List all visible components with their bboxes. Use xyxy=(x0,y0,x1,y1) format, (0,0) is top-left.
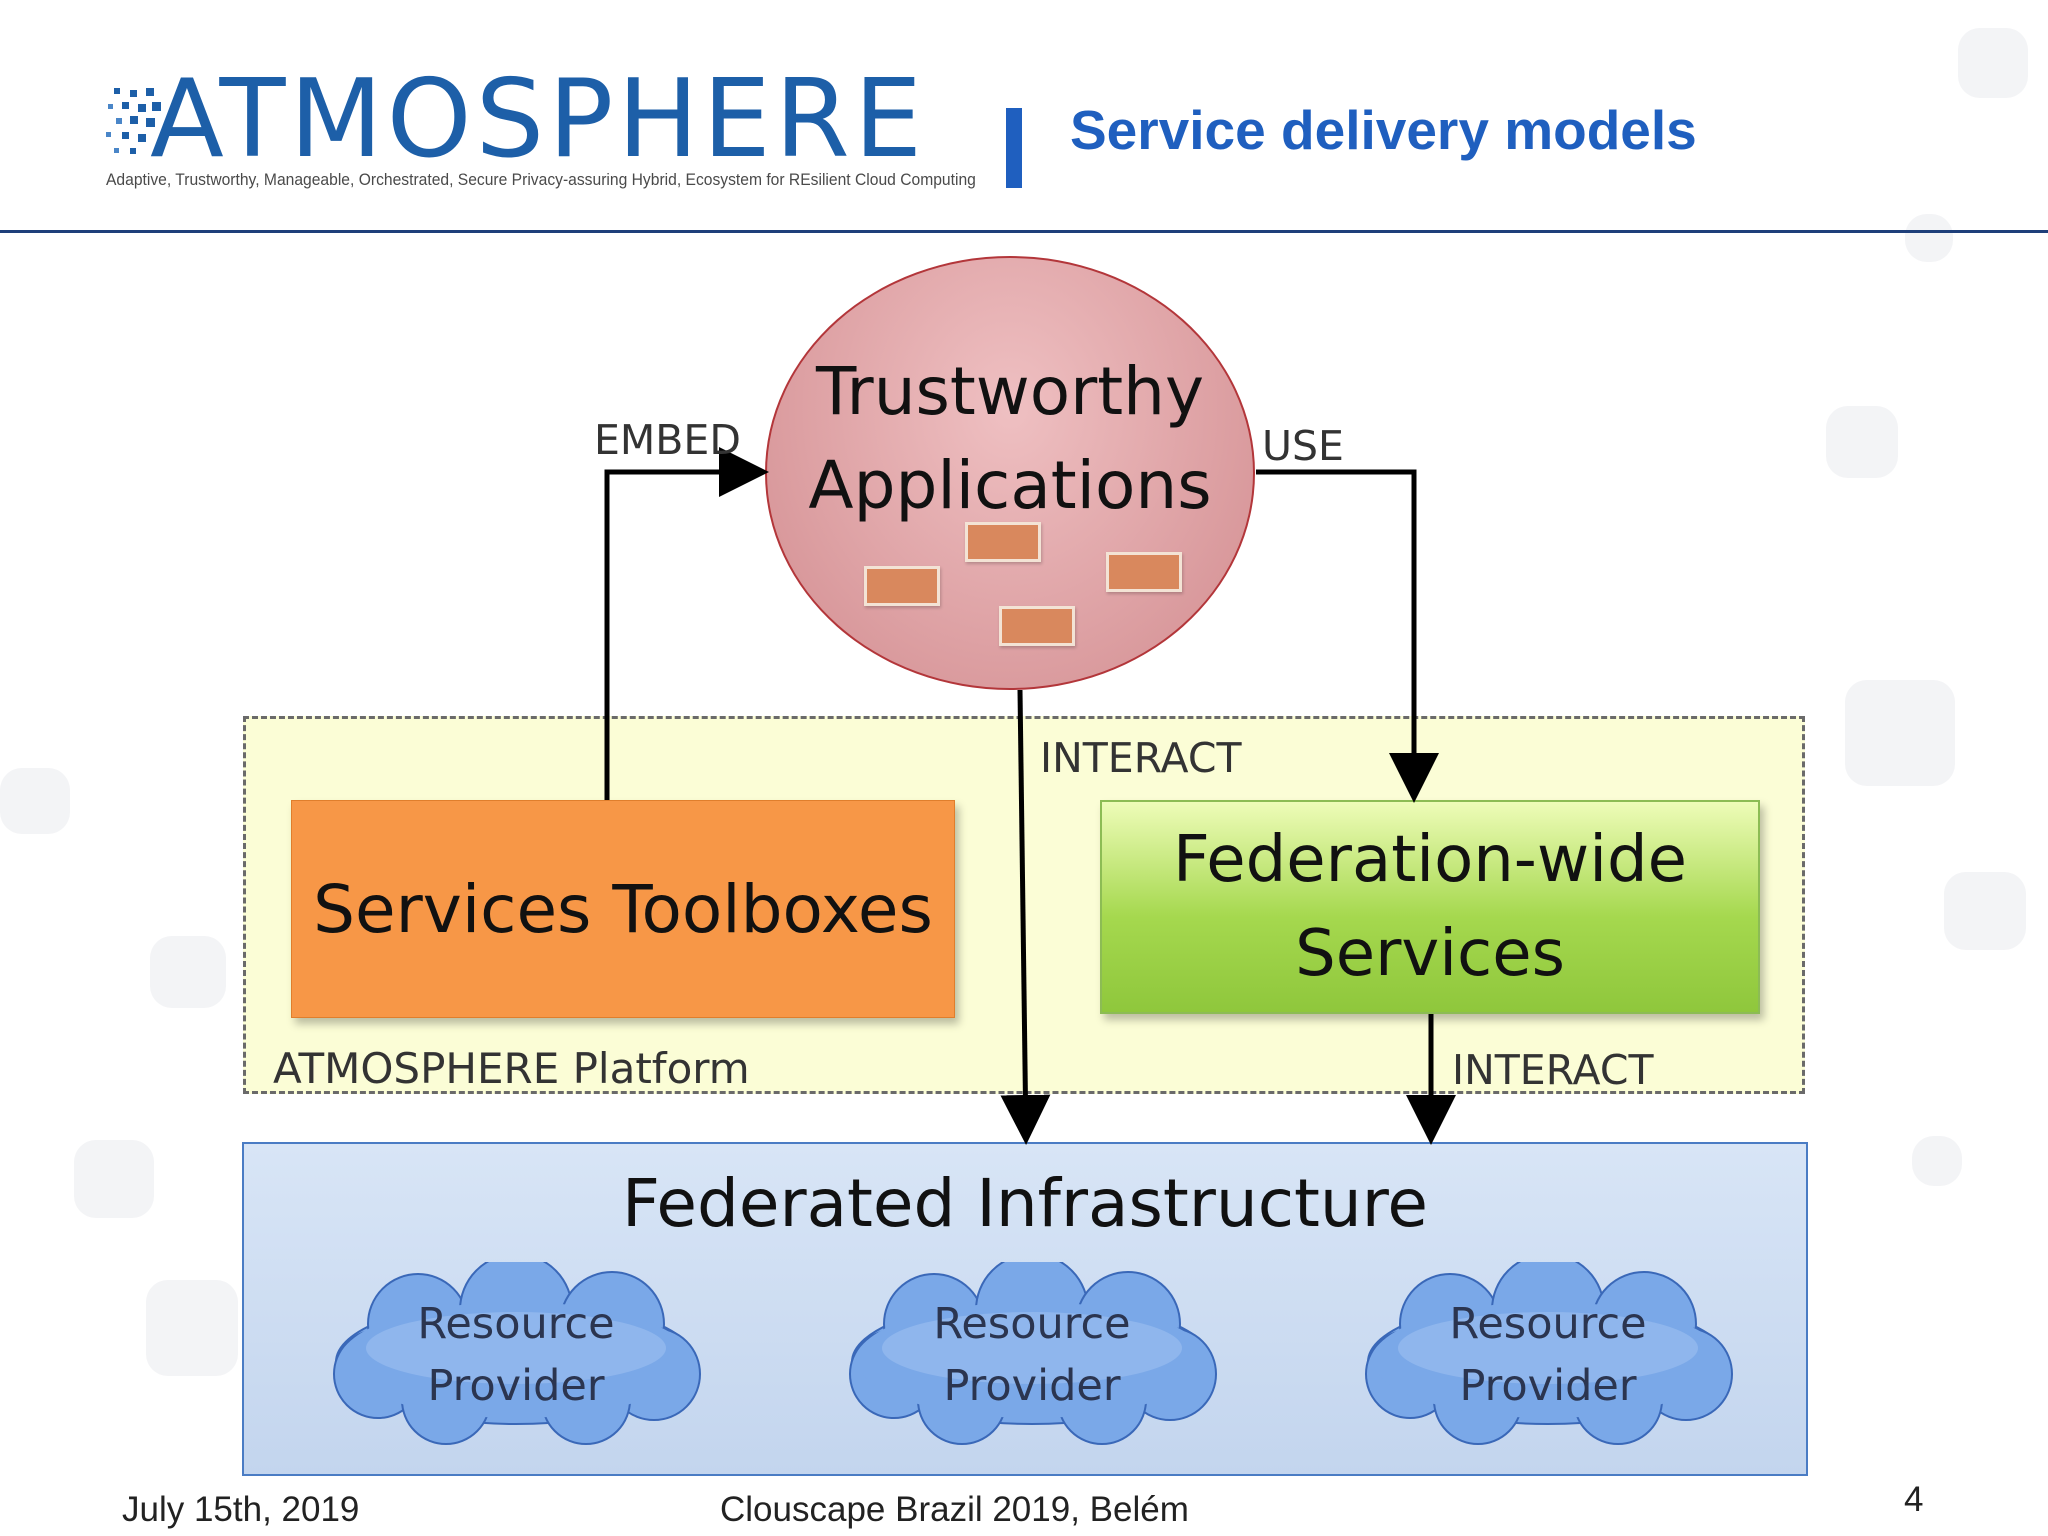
footer-event: Clouscape Brazil 2019, Belém xyxy=(720,1490,1189,1529)
cloud-icon xyxy=(333,1262,701,1445)
services-toolboxes-box: Services Toolboxes xyxy=(291,800,955,1018)
header-divider xyxy=(0,230,2048,233)
interact-label-upper: INTERACT xyxy=(1040,734,1242,782)
resource-provider-3: Resource Provider xyxy=(1398,1293,1698,1417)
slide-title: Service delivery models xyxy=(1070,99,1697,161)
provider-line2: Provider xyxy=(427,1361,605,1411)
footer-date: July 15th, 2019 xyxy=(122,1490,360,1529)
background-decoration xyxy=(0,768,70,834)
page-number: 4 xyxy=(1904,1480,1924,1519)
title-accent-bar xyxy=(1006,108,1022,188)
toolboxes-label: Services Toolboxes xyxy=(313,870,933,948)
app-component-block xyxy=(999,606,1075,646)
background-decoration xyxy=(1944,872,2026,950)
applications-label: Trustworthy Applications xyxy=(765,345,1255,533)
embed-label: EMBED xyxy=(594,416,741,464)
provider-line1: Resource xyxy=(933,1299,1131,1349)
apps-label-line2: Applications xyxy=(808,447,1212,524)
use-label: USE xyxy=(1262,422,1344,470)
federation-label-line1: Federation-wide xyxy=(1172,823,1688,897)
provider-line2: Provider xyxy=(1459,1361,1637,1411)
resource-provider-1: Resource Provider xyxy=(366,1293,666,1417)
cloud-icon xyxy=(1365,1262,1733,1445)
provider-line2: Provider xyxy=(943,1361,1121,1411)
federation-wide-services-box: Federation-wide Services xyxy=(1100,800,1760,1014)
platform-label: ATMOSPHERE Platform xyxy=(273,1044,750,1093)
app-component-block xyxy=(1106,552,1182,592)
atmosphere-logo xyxy=(104,84,164,162)
background-decoration xyxy=(150,936,226,1008)
background-decoration xyxy=(1958,28,2028,98)
federation-label-line2: Services xyxy=(1295,917,1565,991)
app-component-block xyxy=(965,522,1041,562)
apps-label-line1: Trustworthy xyxy=(815,353,1205,430)
resource-provider-2: Resource Provider xyxy=(882,1293,1182,1417)
cloud-icon xyxy=(849,1262,1217,1445)
interact-label-lower: INTERACT xyxy=(1452,1046,1654,1094)
logo-subtitle: Adaptive, Trustworthy, Manageable, Orche… xyxy=(106,170,976,189)
background-decoration xyxy=(1826,406,1898,478)
background-decoration xyxy=(1912,1136,1962,1186)
background-decoration xyxy=(1845,680,1955,786)
background-decoration xyxy=(74,1140,154,1218)
infrastructure-title: Federated Infrastructure xyxy=(621,1165,1429,1242)
background-decoration xyxy=(146,1280,238,1376)
logo-dots-icon xyxy=(106,88,161,154)
logo-wordmark: ATMOSPHERE xyxy=(150,57,927,182)
embed-arrow xyxy=(604,447,769,800)
interact-arrow-apps xyxy=(1000,689,1051,1145)
app-component-block xyxy=(864,566,940,606)
provider-line1: Resource xyxy=(1449,1299,1647,1349)
provider-line1: Resource xyxy=(417,1299,615,1349)
background-decoration xyxy=(1905,214,1953,262)
use-arrow xyxy=(1256,469,1439,803)
